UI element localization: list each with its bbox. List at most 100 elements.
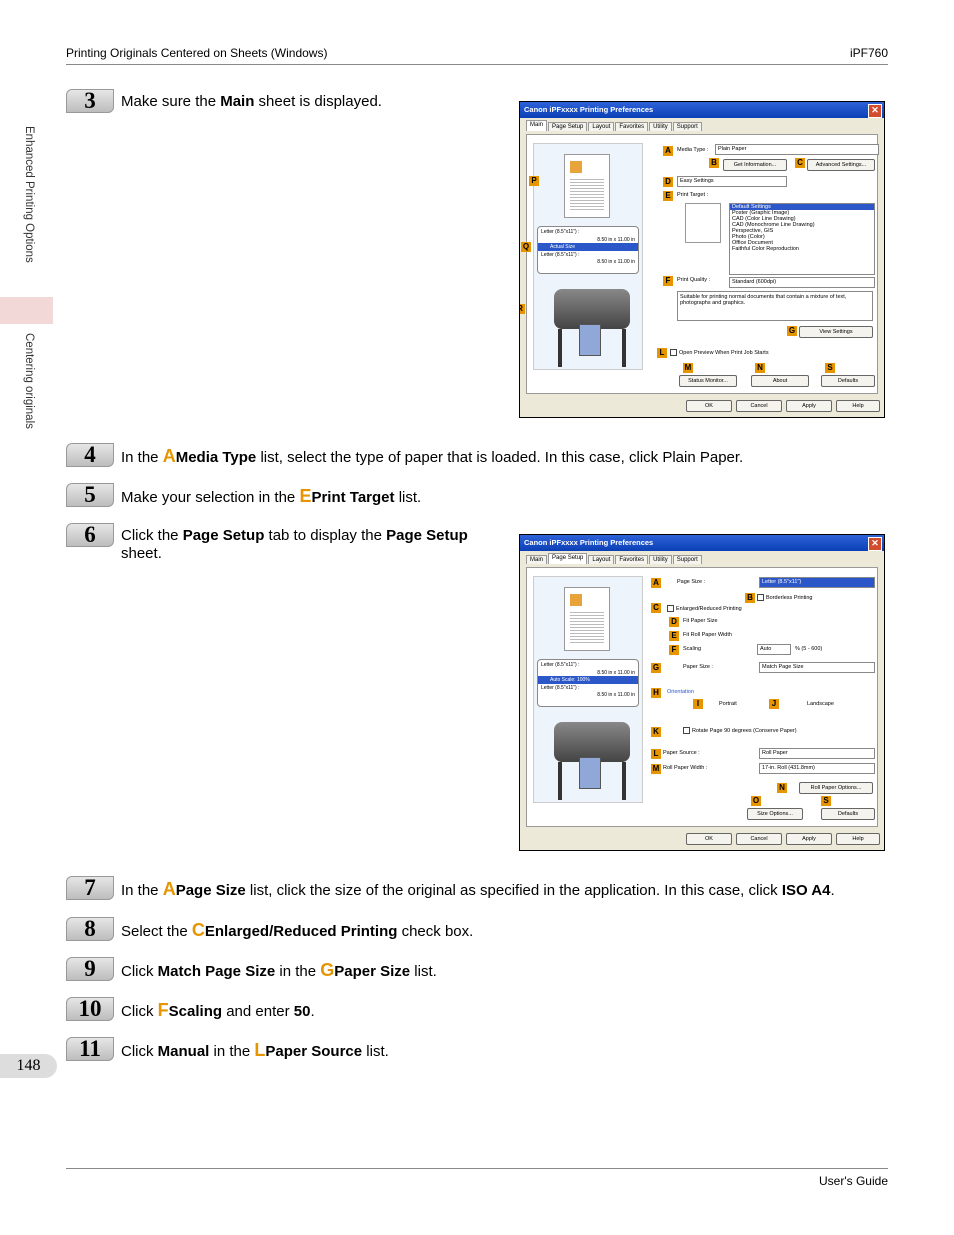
advanced-settings-button[interactable]: Advanced Settings... — [807, 159, 875, 171]
print-target-item[interactable]: CAD (Color Line Drawing) — [732, 216, 796, 222]
tab-support[interactable]: Support — [672, 122, 702, 131]
rotate-page-checkbox[interactable]: Rotate Page 90 degrees (Conserve Paper) — [683, 727, 797, 734]
cancel-button[interactable]: Cancel — [736, 400, 782, 412]
enlarged-reduced-checkbox[interactable]: Enlarged/Reduced Printing — [667, 605, 742, 612]
badge-a: A — [663, 146, 673, 156]
step-text-8: Select the CEnlarged/Reduced Printing ch… — [121, 920, 474, 940]
preview-image-icon — [570, 594, 582, 606]
print-target-item[interactable]: CAD (Monochrome Line Drawing) — [732, 222, 815, 228]
print-quality-label: Print Quality : — [677, 277, 711, 283]
paper-source-select[interactable]: Roll Paper — [759, 748, 875, 759]
dialog-main-screenshot: Canon iPFxxxx Printing Preferences✕ Main… — [519, 101, 885, 418]
step-text-6: Click the Page Setup tab to display the … — [121, 527, 468, 562]
badge-m: M — [683, 363, 693, 373]
badge-g: G — [651, 663, 661, 673]
scaling-radio[interactable]: Scaling — [683, 646, 702, 652]
paper-size-select[interactable]: Match Page Size — [759, 662, 875, 673]
print-target-list[interactable]: Default Settings Poster (Graphic Image) … — [729, 203, 875, 275]
open-preview-checkbox[interactable]: Open Preview When Print Job Starts — [670, 349, 769, 356]
tab-page-setup[interactable]: Page Setup — [548, 553, 588, 564]
easy-settings-select[interactable]: Easy Settings — [677, 176, 787, 187]
badge-n: N — [777, 783, 787, 793]
step-text-10: Click FScaling and enter 50. — [121, 1000, 315, 1020]
preview-text-lines — [570, 177, 604, 211]
roll-paper-options-button[interactable]: Roll Paper Options... — [799, 782, 873, 794]
page-setup-panel: Letter (8.5"x11") : 8.50 in x 11.00 in A… — [526, 567, 878, 827]
ok-button[interactable]: OK — [686, 400, 732, 412]
help-button[interactable]: Help — [836, 400, 880, 412]
fit-paper-size-radio[interactable]: Fit Paper Size — [683, 618, 718, 624]
ok-button[interactable]: OK — [686, 833, 732, 845]
tab-layout[interactable]: Layout — [588, 555, 615, 564]
dialog-titlebar: Canon iPFxxxx Printing Preferences✕ — [520, 535, 884, 551]
close-icon[interactable]: ✕ — [868, 104, 882, 118]
badge-g: G — [787, 326, 797, 336]
tab-utility[interactable]: Utility — [649, 555, 672, 564]
badge-o: O — [751, 796, 761, 806]
print-quality-select[interactable]: Standard (600dpi) — [729, 277, 875, 288]
tab-support[interactable]: Support — [672, 555, 702, 564]
orientation-label: Orientation — [667, 689, 694, 695]
tab-favorites[interactable]: Favorites — [615, 555, 649, 564]
apply-button[interactable]: Apply — [786, 833, 832, 845]
step-text-5: Make your selection in the EPrint Target… — [121, 486, 422, 506]
defaults-button[interactable]: Defaults — [821, 808, 875, 820]
apply-button[interactable]: Apply — [786, 400, 832, 412]
print-target-item[interactable]: Photo (Color) — [732, 234, 765, 240]
badge-h: H — [651, 688, 661, 698]
side-section-label: Enhanced Printing Options — [23, 126, 35, 263]
page-size-select[interactable]: Letter (8.5"x11") — [759, 577, 875, 588]
badge-s: S — [821, 796, 831, 806]
cancel-button[interactable]: Cancel — [736, 833, 782, 845]
badge-l: L — [657, 348, 667, 358]
tab-page-setup[interactable]: Page Setup — [548, 122, 588, 131]
badge-c: C — [795, 158, 805, 168]
print-target-item[interactable]: Poster (Graphic Image) — [732, 210, 790, 216]
print-target-item[interactable]: Office Document — [732, 240, 773, 246]
side-subsection-label: Centering originals — [23, 333, 35, 429]
scaling-input[interactable]: Auto — [757, 644, 791, 655]
badge-f: F — [669, 645, 679, 655]
size-info-orig: Letter (8.5"x11") : — [541, 662, 580, 668]
tab-layout[interactable]: Layout — [588, 122, 615, 131]
tab-favorites[interactable]: Favorites — [615, 122, 649, 131]
badge-d: D — [663, 177, 673, 187]
size-options-button[interactable]: Size Options... — [747, 808, 803, 820]
tab-utility[interactable]: Utility — [649, 122, 672, 131]
tab-main[interactable]: Main — [526, 120, 548, 131]
print-target-label: Print Target : — [677, 192, 709, 198]
print-target-item[interactable]: Faithful Color Reproduction — [732, 246, 799, 252]
step-number-9: 9 — [66, 957, 114, 981]
portrait-radio[interactable]: Portrait — [719, 701, 737, 707]
about-button[interactable]: About — [751, 375, 809, 387]
fit-roll-width-radio[interactable]: Fit Roll Paper Width — [683, 632, 732, 638]
roll-width-select[interactable]: 17-in. Roll (431.8mm) — [759, 763, 875, 774]
badge-p: P — [529, 176, 539, 186]
printer-output-sheet — [579, 324, 601, 356]
get-information-button[interactable]: Get Information... — [723, 159, 787, 171]
defaults-button[interactable]: Defaults — [821, 375, 875, 387]
size-info-orig-dims: 8.50 in x 11.00 in — [597, 237, 635, 243]
size-info-out: Letter (8.5"x11") : — [541, 685, 580, 691]
help-button[interactable]: Help — [836, 833, 880, 845]
printer-leg-left — [558, 329, 562, 367]
tab-main[interactable]: Main — [526, 555, 548, 564]
close-icon[interactable]: ✕ — [868, 537, 882, 551]
media-type-select[interactable]: Plain Paper — [715, 144, 879, 155]
printer-output-sheet — [579, 757, 601, 789]
print-target-item[interactable]: Perspective, GIS — [732, 228, 774, 234]
borderless-checkbox[interactable]: Borderless Printing — [757, 594, 812, 601]
badge-q: Q — [521, 242, 531, 252]
print-target-item[interactable]: Default Settings — [730, 204, 874, 210]
printer-leg-left — [558, 762, 562, 800]
badge-b: B — [745, 593, 755, 603]
step-number-8: 8 — [66, 917, 114, 941]
view-settings-button[interactable]: View Settings — [799, 326, 873, 338]
landscape-radio[interactable]: Landscape — [807, 701, 834, 707]
status-monitor-button[interactable]: Status Monitor... — [679, 375, 737, 387]
paper-size-label: Paper Size : — [683, 664, 713, 670]
page-number: 148 — [0, 1054, 57, 1078]
main-panel: Letter (8.5"x11") : 8.50 in x 11.00 in A… — [520, 134, 879, 394]
size-info-orig-dims: 8.50 in x 11.00 in — [597, 670, 635, 676]
step-number-4: 4 — [66, 443, 114, 467]
